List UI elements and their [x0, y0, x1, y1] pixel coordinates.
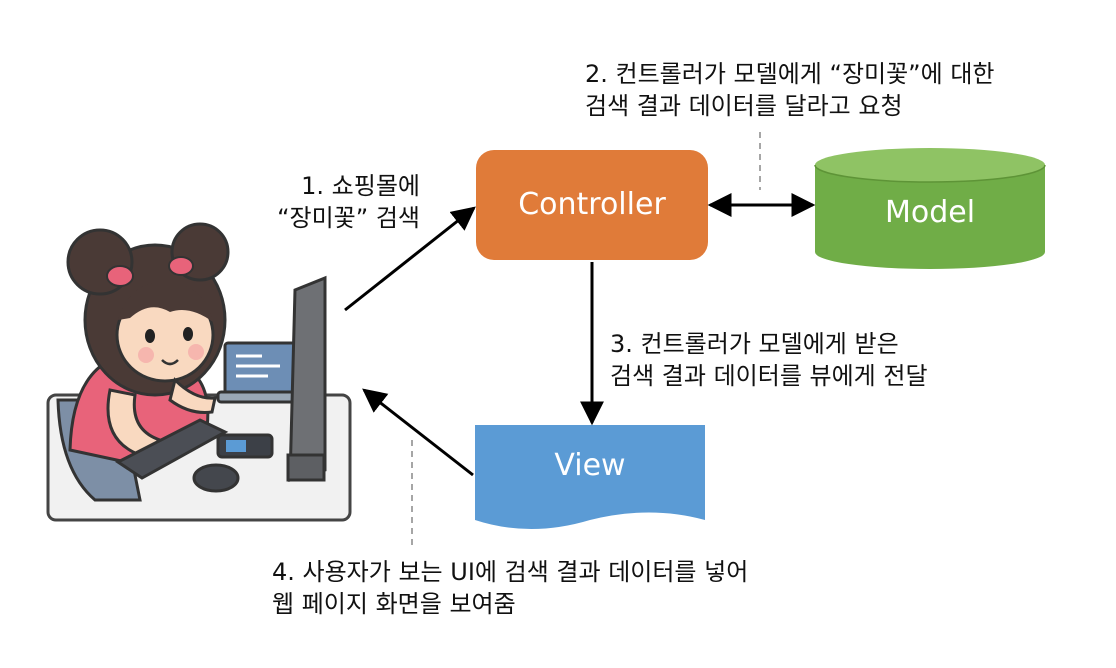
- model-node: [814, 148, 1046, 269]
- girl-at-computer-icon: [46, 222, 352, 522]
- step4-line1: 4. 사용자가 보는 UI에 검색 결과 데이터를 넣어: [272, 558, 749, 586]
- step2-line1: 2. 컨트롤러가 모델에게 “장미꽃”에 대한: [585, 60, 995, 88]
- arrow-view-to-user: [362, 388, 474, 477]
- model-label: Model: [884, 195, 976, 230]
- view-node: [475, 425, 705, 529]
- step2-annotation: 2. 컨트롤러가 모델에게 “장미꽃”에 대한 검색 결과 데이터를 달라고 요…: [585, 58, 994, 122]
- controller-label: Controller: [518, 187, 666, 222]
- step2-line2: 검색 결과 데이터를 달라고 요청: [585, 92, 903, 120]
- step3-line2: 검색 결과 데이터를 뷰에게 전달: [610, 362, 928, 390]
- step4-line2: 웹 페이지 화면을 보여줌: [272, 590, 516, 618]
- step1-line2: “장미꽃” 검색: [277, 204, 420, 232]
- view-label: View: [554, 448, 626, 483]
- step4-annotation: 4. 사용자가 보는 UI에 검색 결과 데이터를 넣어 웹 페이지 화면을 보…: [272, 556, 748, 620]
- step3-line1: 3. 컨트롤러가 모델에게 받은: [610, 330, 899, 358]
- controller-node: [476, 150, 708, 260]
- step1-line1: 1. 쇼핑몰에: [301, 172, 420, 200]
- step1-annotation: 1. 쇼핑몰에 “장미꽃” 검색: [228, 170, 420, 234]
- arrow-user-to-controller: [344, 206, 476, 312]
- step3-annotation: 3. 컨트롤러가 모델에게 받은 검색 결과 데이터를 뷰에게 전달: [610, 328, 928, 392]
